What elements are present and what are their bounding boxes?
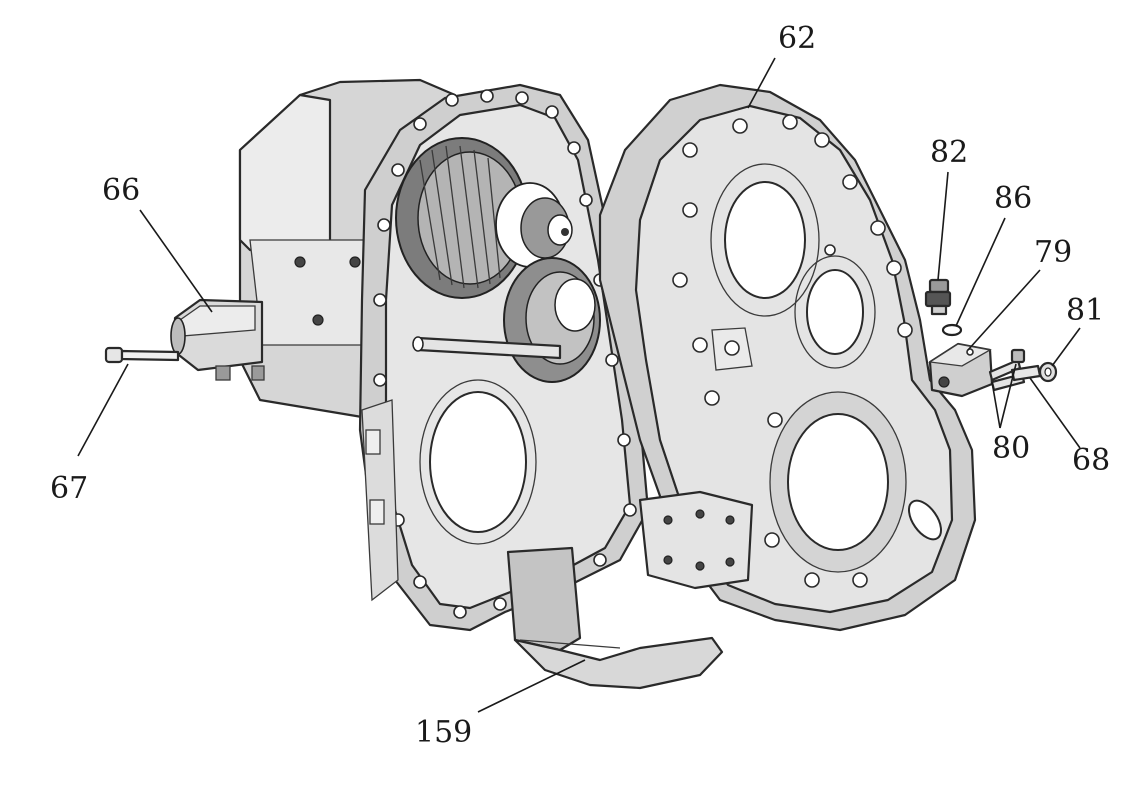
callout-79: 79 xyxy=(1034,235,1072,270)
bolt-67 xyxy=(104,346,180,364)
leader-159 xyxy=(477,659,586,713)
callout-159: 159 xyxy=(415,715,472,750)
o-ring-86 xyxy=(941,323,963,337)
leader-lines xyxy=(77,57,1081,713)
leader-68 xyxy=(1029,377,1081,449)
front-cover-62 xyxy=(598,83,977,632)
callout-66: 66 xyxy=(102,173,140,208)
helical-gear-small xyxy=(412,257,601,383)
leader-81 xyxy=(1051,327,1081,367)
sensor-82 xyxy=(924,278,952,316)
nut-81 xyxy=(1038,361,1058,383)
leader-66 xyxy=(139,209,213,313)
callout-81: 81 xyxy=(1066,293,1104,328)
leader-82 xyxy=(937,171,949,281)
callout-62: 62 xyxy=(778,21,816,56)
callout-80: 80 xyxy=(992,431,1030,466)
callout-68: 68 xyxy=(1072,443,1110,478)
shield-plate-159 xyxy=(506,490,754,690)
callout-86: 86 xyxy=(994,181,1032,216)
helical-gear-large xyxy=(395,137,573,299)
leader-80a xyxy=(991,381,1001,429)
leader-67 xyxy=(77,363,129,457)
callout-82: 82 xyxy=(930,135,968,170)
valve-block-79 xyxy=(928,342,994,398)
leader-62 xyxy=(747,57,776,109)
leader-80b xyxy=(999,363,1017,429)
callout-67: 67 xyxy=(50,471,88,506)
callout-labels: 62 66 67 82 86 79 81 80 68 159 xyxy=(50,21,1110,750)
cover-bolt-holes xyxy=(672,114,913,588)
leader-79 xyxy=(967,269,1041,351)
leader-86 xyxy=(955,217,1006,327)
